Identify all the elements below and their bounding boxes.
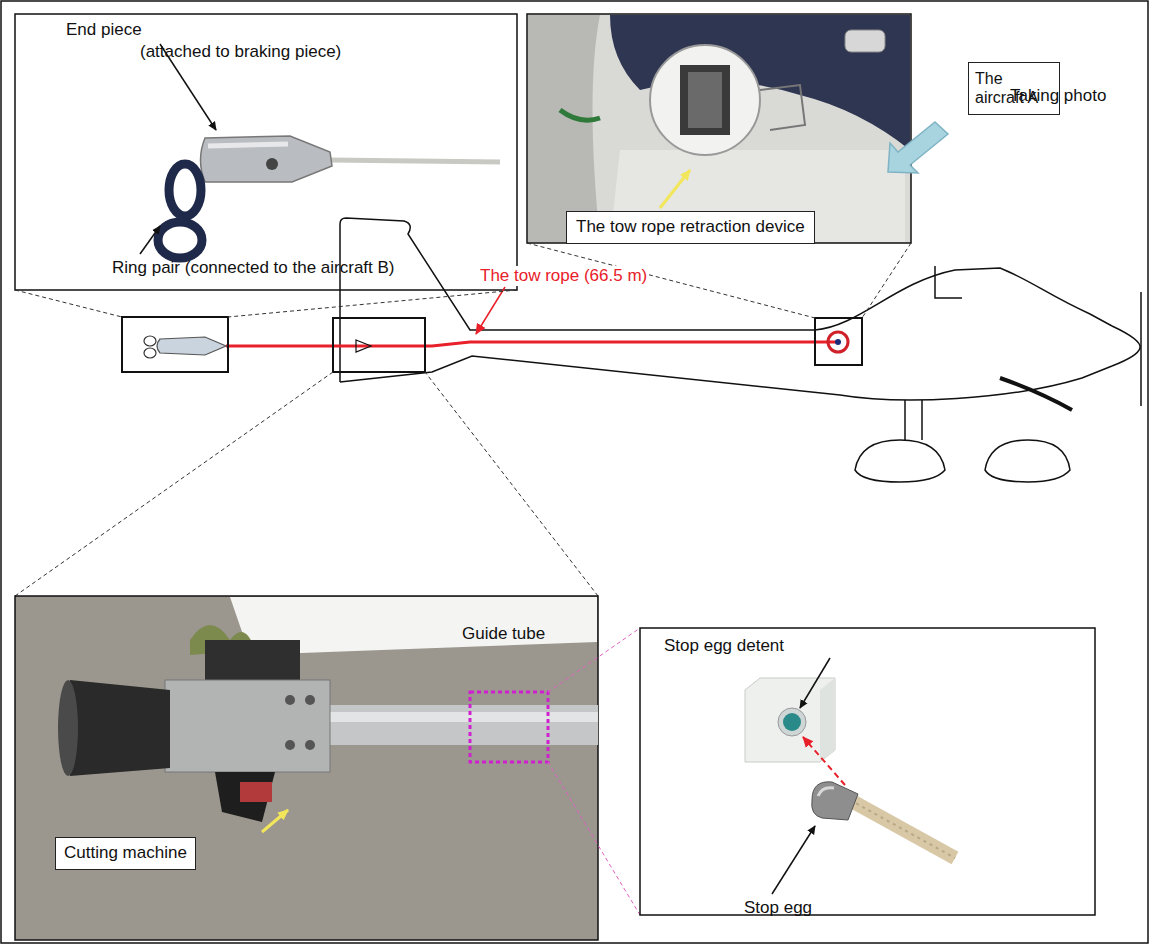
part-label: Guide tube <box>462 624 545 644</box>
detail-box <box>470 692 548 762</box>
leader-line <box>772 826 815 894</box>
leader-arrow <box>262 810 288 832</box>
retraction-device <box>650 45 760 155</box>
cable <box>330 160 500 162</box>
zoom-line <box>548 628 640 692</box>
end-piece <box>201 136 333 182</box>
inset-frame <box>640 628 1095 915</box>
gear-strut <box>904 400 906 440</box>
detent-block <box>745 678 835 762</box>
inset-frame <box>15 596 598 940</box>
cabin-side <box>528 15 600 242</box>
screw <box>305 740 315 750</box>
leader-line <box>140 226 160 254</box>
cutter-charge <box>240 782 272 802</box>
rope-label: The tow rope (66.5 m) <box>478 266 649 286</box>
spinner <box>1112 326 1140 366</box>
detail-box <box>333 318 425 372</box>
zoom-line <box>15 372 333 596</box>
wheel-fairing <box>985 440 1070 482</box>
part-label: Stop egg <box>744 898 812 918</box>
end-piece <box>157 337 226 355</box>
pulley <box>845 30 885 52</box>
gear-strut <box>921 400 923 440</box>
detent-hole <box>783 713 801 731</box>
ring <box>169 164 201 216</box>
rope-exit <box>828 332 848 352</box>
inset-frame <box>15 14 517 290</box>
aircraft-outline <box>340 356 1112 400</box>
zoom-line <box>862 243 911 318</box>
part-label: End piece <box>66 20 142 40</box>
part-label: Ring pair (connected to the aircraft B) <box>112 258 395 278</box>
stop-egg <box>812 782 858 820</box>
detent-hole <box>778 708 806 736</box>
zoom-line <box>15 290 122 317</box>
wheel-fairing <box>855 440 945 482</box>
tow-rope <box>226 342 838 346</box>
ring <box>158 222 202 258</box>
view-label: Taking photo <box>1010 86 1106 106</box>
device-slot <box>688 72 722 128</box>
box-text: The tow rope retraction device <box>576 217 805 237</box>
propeller <box>1140 292 1142 406</box>
screw <box>285 695 295 705</box>
detail-box <box>815 318 862 365</box>
detent-block <box>820 678 835 762</box>
end-piece-highlight <box>208 144 288 146</box>
leader-arrow <box>476 287 505 334</box>
guide-tube <box>330 705 598 745</box>
cutter-cap <box>58 680 78 776</box>
detail-box <box>122 317 228 372</box>
guide-tube <box>330 712 598 722</box>
screw <box>305 695 315 705</box>
leader-arrow <box>660 170 690 208</box>
part-label: Stop egg detent <box>664 636 784 656</box>
box-text: Cutting machine <box>64 843 187 863</box>
screw <box>285 740 295 750</box>
stop-egg <box>818 788 834 796</box>
braided-rope <box>850 800 955 858</box>
braided-rope <box>850 800 955 858</box>
canopy-frame <box>935 266 962 298</box>
device-slot <box>680 65 730 135</box>
view-arrow <box>888 122 948 173</box>
cutter-body <box>165 680 330 772</box>
guide-cone <box>356 340 371 352</box>
insert-arrow <box>803 737 845 785</box>
label-box: The tow rope retraction device <box>566 211 815 244</box>
cutter-cap <box>63 680 171 776</box>
ring <box>144 336 156 346</box>
label-box: Cutting machine <box>55 837 196 870</box>
rope-exit <box>835 339 841 345</box>
nose-gear <box>1000 378 1072 410</box>
ring <box>144 348 156 358</box>
zoom-line <box>228 290 517 317</box>
part-note: (attached to braking piece) <box>140 42 341 62</box>
wire <box>560 110 600 120</box>
cutter-blade <box>215 772 275 822</box>
leader-line <box>800 658 830 708</box>
inset-frame <box>527 14 911 243</box>
zoom-line <box>425 372 598 596</box>
wire <box>760 85 805 130</box>
end-piece-pin <box>266 158 278 170</box>
zoom-line <box>548 762 640 915</box>
